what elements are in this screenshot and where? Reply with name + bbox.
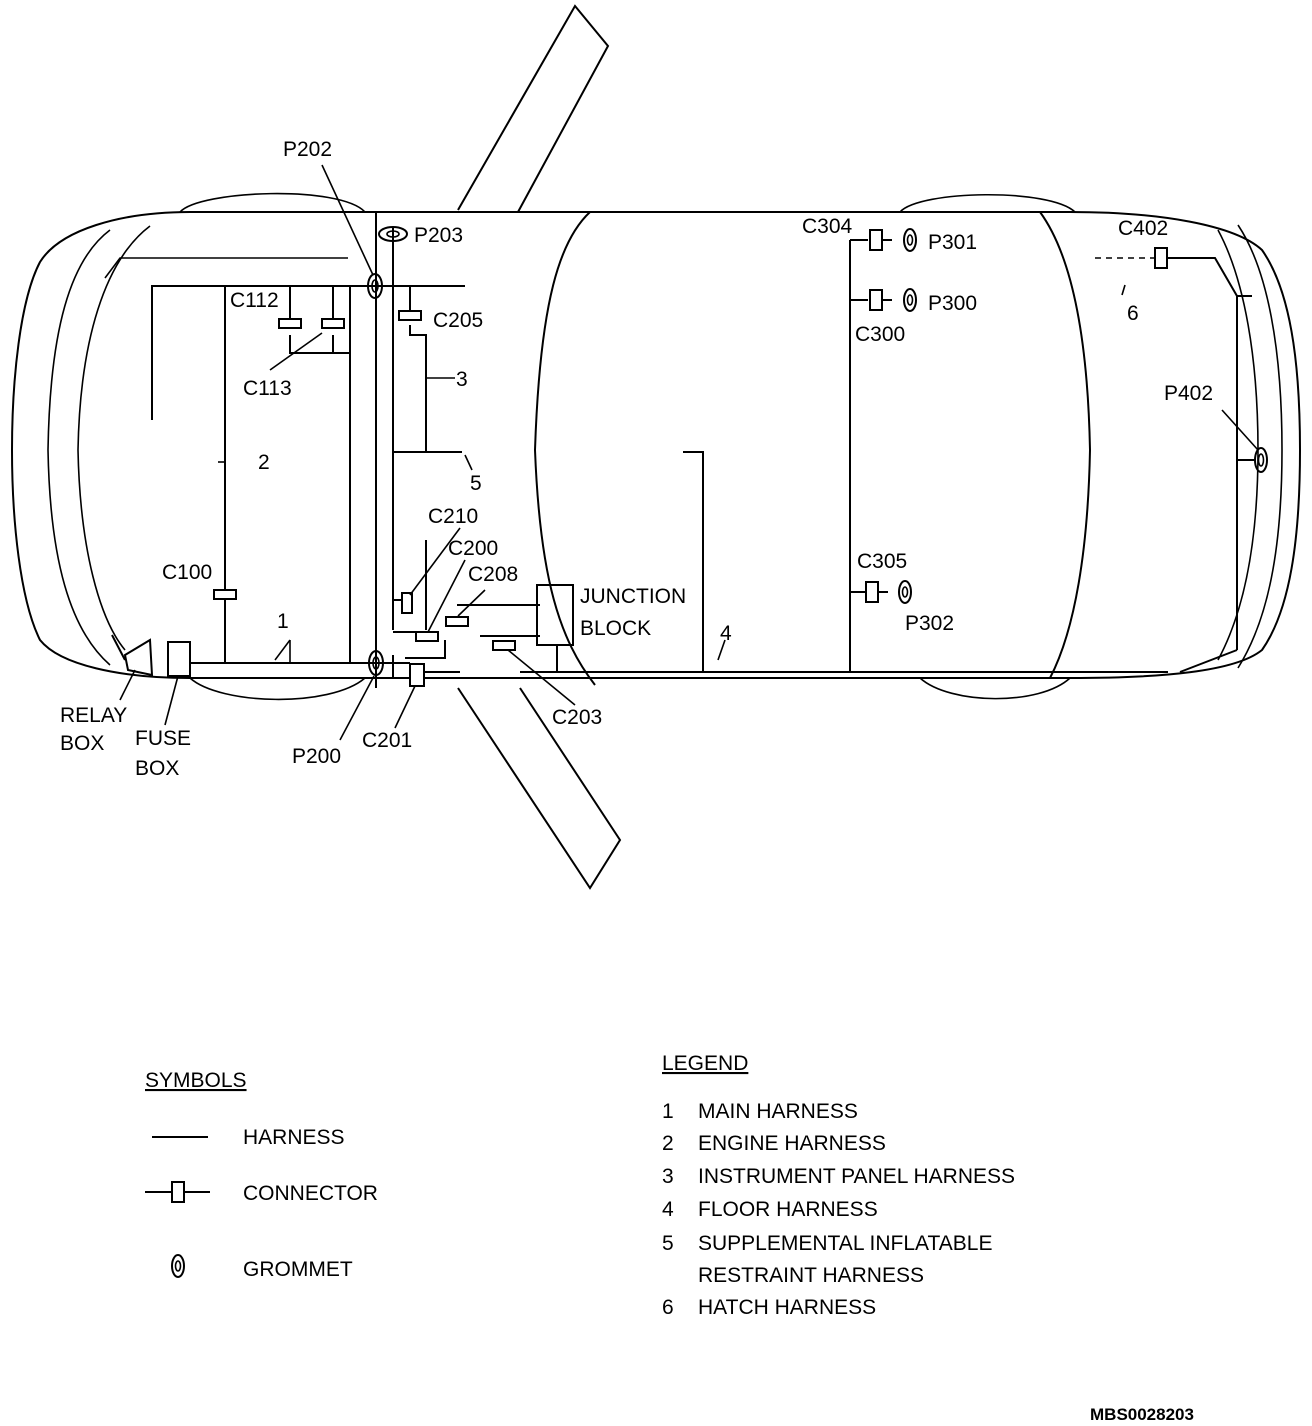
legend-text-1: MAIN HARNESS — [698, 1100, 858, 1123]
legend: LEGEND 1 MAIN HARNESS 2 ENGINE HARNESS 3… — [662, 1052, 1015, 1319]
relay-fuse-boxes — [111, 634, 191, 677]
label-c112: C112 — [230, 289, 279, 312]
grommet-p203 — [378, 226, 408, 242]
connector-c305 — [865, 581, 879, 603]
legend-text-5: SUPPLEMENTAL INFLATABLE — [698, 1232, 992, 1255]
legend-text-2: ENGINE HARNESS — [698, 1132, 886, 1155]
label-c300: C300 — [855, 323, 905, 346]
label-p203: P203 — [414, 224, 463, 247]
legend-num-5: 5 — [662, 1232, 674, 1255]
grommet-p300 — [903, 288, 917, 312]
symbol-grommet-icon — [171, 1254, 185, 1278]
label-c305: C305 — [857, 550, 907, 573]
grommet-p200 — [368, 650, 384, 676]
label-p402: P402 — [1164, 382, 1213, 405]
diagram-labels: P202 P203 C112 C113 C205 3 2 5 C210 C200… — [60, 138, 1213, 780]
label-harness-6: 6 — [1127, 302, 1139, 325]
grommets — [367, 226, 1268, 676]
figure-id: MBS0028203 — [1090, 1405, 1194, 1424]
label-p301: P301 — [928, 231, 977, 254]
grommet-p302 — [898, 580, 912, 604]
connector-c208 — [445, 616, 469, 627]
label-harness-3: 3 — [456, 368, 468, 391]
label-c210: C210 — [428, 505, 478, 528]
label-harness-4: 4 — [720, 622, 732, 645]
label-fuse-1: FUSE — [135, 727, 191, 750]
symbol-harness-label: HARNESS — [243, 1126, 345, 1149]
label-fuse-2: BOX — [135, 757, 179, 780]
connector-c201 — [409, 663, 425, 687]
label-c201: C201 — [362, 729, 412, 752]
label-junction-2: BLOCK — [580, 617, 651, 640]
label-p300: P300 — [928, 292, 977, 315]
legend-num-2: 2 — [662, 1132, 674, 1155]
label-c205: C205 — [433, 309, 483, 332]
legend-text-3: INSTRUMENT PANEL HARNESS — [698, 1165, 1015, 1188]
grommet-p402 — [1254, 447, 1268, 473]
label-c402: C402 — [1118, 217, 1168, 240]
connector-c205 — [398, 310, 422, 321]
label-relay-1: RELAY — [60, 704, 127, 727]
label-c208: C208 — [468, 563, 518, 586]
connector-c304 — [869, 229, 883, 251]
connector-c200 — [415, 631, 439, 642]
connectors — [213, 229, 1168, 687]
legend-num-6: 6 — [662, 1296, 674, 1319]
label-harness-2: 2 — [258, 451, 270, 474]
relay-box-shape — [123, 638, 154, 677]
connector-c402 — [1154, 247, 1168, 269]
grommet-p202 — [367, 273, 383, 299]
harness-lines — [104, 212, 1255, 688]
label-relay-2: BOX — [60, 732, 104, 755]
label-p200: P200 — [292, 745, 341, 768]
car-body-outline — [10, 4, 1302, 890]
legend-num-3: 3 — [662, 1165, 674, 1188]
legend-title: LEGEND — [662, 1052, 748, 1075]
connector-c203 — [492, 640, 516, 651]
symbols-key: SYMBOLS HARNESS CONNECTOR GROMMET — [145, 1069, 378, 1281]
symbol-grommet-label: GROMMET — [243, 1258, 353, 1281]
label-c100: C100 — [162, 561, 212, 584]
label-p302: P302 — [905, 612, 954, 635]
symbols-title: SYMBOLS — [145, 1069, 247, 1092]
label-junction-1: JUNCTION — [580, 585, 686, 608]
label-c200: C200 — [448, 537, 498, 560]
connector-c112 — [278, 318, 302, 329]
grommet-p301 — [903, 228, 917, 252]
leader-lines — [119, 164, 1259, 741]
connector-c100 — [213, 589, 237, 600]
label-harness-1: 1 — [277, 610, 289, 633]
legend-num-1: 1 — [662, 1100, 674, 1123]
label-c304: C304 — [802, 215, 853, 238]
label-harness-5: 5 — [470, 472, 482, 495]
fuse-box-shape — [167, 641, 191, 677]
legend-text-5b: RESTRAINT HARNESS — [698, 1264, 924, 1287]
label-p202: P202 — [283, 138, 332, 161]
symbol-connector-icon — [171, 1181, 185, 1203]
label-c113: C113 — [243, 377, 292, 400]
connector-c300 — [869, 289, 883, 311]
legend-num-4: 4 — [662, 1198, 674, 1221]
connector-c113 — [321, 318, 345, 329]
legend-text-6: HATCH HARNESS — [698, 1296, 876, 1319]
symbol-connector-label: CONNECTOR — [243, 1182, 378, 1205]
legend-text-4: FLOOR HARNESS — [698, 1198, 878, 1221]
connector-c210 — [401, 592, 413, 614]
label-c203: C203 — [552, 706, 602, 729]
